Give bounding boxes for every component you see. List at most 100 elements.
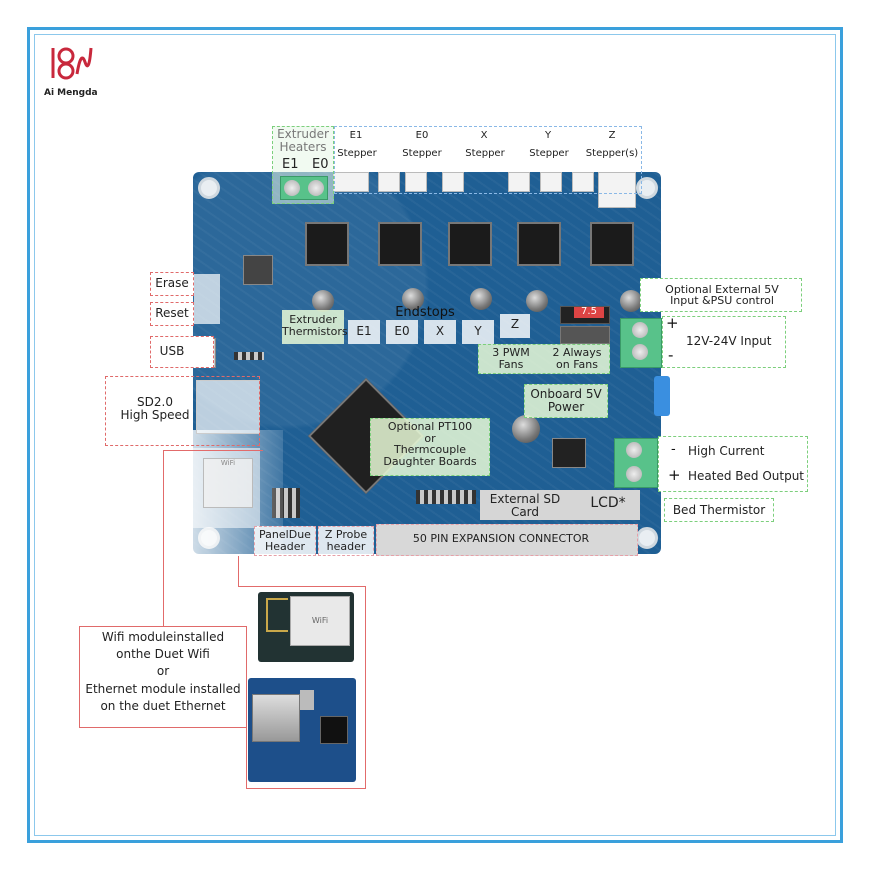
button-area — [194, 274, 220, 324]
stepper-connector — [572, 172, 594, 192]
leader-line — [365, 586, 366, 788]
capacitor — [402, 288, 424, 310]
endstops-title: Endstops — [395, 305, 455, 320]
bed-thermistor-label: Bed Thermistor — [672, 503, 766, 517]
endstop-z-box — [500, 314, 530, 338]
zprobe-callout — [318, 526, 374, 556]
pin-header — [416, 490, 476, 504]
capacitor — [620, 290, 642, 312]
terminal-screw — [632, 322, 648, 338]
ethernet-chip — [320, 716, 348, 744]
heated-bed-line2: Heated Bed Output — [688, 469, 805, 483]
paneldue-line1: PanelDue — [259, 528, 311, 541]
extruder-thermistors-callout — [282, 310, 344, 344]
daughter-line2: or — [424, 432, 436, 445]
heated-bed-line1: High Current — [688, 444, 765, 458]
stepper-connector — [405, 172, 427, 192]
endstop-e0-label: E0 — [394, 324, 410, 338]
external-sd-lcd-box — [480, 490, 640, 520]
fans-callout — [478, 344, 610, 374]
stepper-e1-axis: E1 — [349, 130, 363, 141]
lcd-label: LCD* — [590, 495, 626, 511]
stepper-e0-axis: E0 — [415, 130, 429, 141]
stepper-connector — [442, 172, 464, 192]
capacitor — [526, 290, 548, 312]
wifi-line3: or — [156, 664, 170, 678]
extruder-heaters-line1: Extruder — [277, 127, 329, 141]
bed-minus-sign: - — [671, 442, 676, 457]
heater-e0-label: E0 — [312, 157, 329, 172]
leader-line — [246, 788, 366, 789]
input-label: 12V-24V Input — [686, 334, 772, 348]
leader-line — [238, 556, 239, 586]
stepper-callout — [334, 126, 642, 194]
daughter-line4: Daughter Boards — [383, 455, 477, 468]
stepper-y-axis: Y — [544, 130, 552, 141]
sd-line2: High Speed — [120, 408, 190, 422]
reset-callout — [150, 302, 194, 326]
wifi-chip-label: WiFi — [220, 459, 236, 467]
ethernet-component — [300, 690, 314, 710]
pwm-fans-line2: Fans — [498, 358, 524, 371]
usb-label: USB — [159, 344, 185, 358]
bed-thermistor-callout — [664, 498, 774, 522]
stepper-x-axis: X — [480, 130, 488, 141]
stepper-x-label: Stepper — [465, 148, 505, 159]
input-plus-sign: + — [666, 314, 679, 332]
stepper-driver-chip — [305, 222, 349, 266]
heater-e1-label: E1 — [282, 157, 299, 172]
leader-line — [163, 450, 263, 451]
wifi-module-shield: WiFi — [290, 596, 350, 646]
ethernet-jack — [252, 694, 300, 742]
sd-slot — [196, 380, 260, 434]
expansion-connector-callout — [376, 524, 638, 556]
zprobe-line1: Z Probe — [324, 528, 368, 541]
usb-callout — [150, 336, 214, 368]
extruder-thermistors-line2: Thermistors — [282, 325, 348, 338]
fuse-holder — [560, 326, 610, 344]
zprobe-line2: header — [326, 540, 366, 553]
extruder-heaters-line2: Heaters — [279, 140, 327, 154]
extruder-thermistors-line1: Extruder — [289, 313, 337, 326]
paneldue-callout — [254, 526, 316, 556]
pwm-fans-line1: 3 PWM — [492, 346, 530, 359]
endstop-e1-label: E1 — [356, 324, 372, 338]
erase-label: Erase — [155, 276, 189, 290]
stepper-e0-label: Stepper — [402, 148, 442, 159]
terminal-screw — [626, 442, 642, 458]
reset-label: Reset — [155, 306, 189, 320]
power-input-callout — [662, 316, 786, 368]
stepper-driver-chip — [378, 222, 422, 266]
stepper-connector — [540, 172, 562, 192]
paneldue-line2: Header — [264, 540, 306, 553]
stepper-connector — [378, 172, 400, 192]
endstop-x-label: X — [435, 324, 445, 338]
terminal-screw — [626, 466, 642, 482]
endstop-z-label: Z — [510, 317, 520, 331]
stepper-connector — [598, 172, 636, 208]
stepper-y-label: Stepper — [529, 148, 569, 159]
endstop-x-box — [424, 320, 456, 344]
logo-mark — [51, 47, 93, 80]
outer-frame — [27, 27, 843, 843]
always-fans-line2: on Fans — [556, 358, 598, 371]
endstop-e0-box — [386, 320, 418, 344]
wifi-module-chip: WiFi — [203, 458, 253, 508]
stepper-e1-label: Stepper — [337, 148, 377, 159]
bed-plus-sign: + — [668, 466, 681, 484]
stepper-connector — [508, 172, 530, 192]
wifi-ethernet-callout — [79, 626, 247, 728]
inductor — [552, 438, 586, 468]
capacitor — [512, 415, 540, 443]
external-sd-line2: Card — [510, 505, 540, 519]
wifi-line2: onthe Duet Wifi — [116, 647, 210, 661]
leader-line — [246, 728, 247, 788]
endstop-y-box — [462, 320, 494, 344]
input-minus-sign: - — [668, 346, 674, 364]
terminal-screw — [632, 344, 648, 360]
wifi-line1: Wifi moduleinstalled — [101, 630, 225, 644]
expansion-connector-label: 50 PIN EXPANSION CONNECTOR — [412, 532, 590, 545]
ext5v-line2: Input &PSU control — [670, 294, 774, 307]
capacitor — [470, 288, 492, 310]
endstop-e1-box — [348, 320, 380, 344]
